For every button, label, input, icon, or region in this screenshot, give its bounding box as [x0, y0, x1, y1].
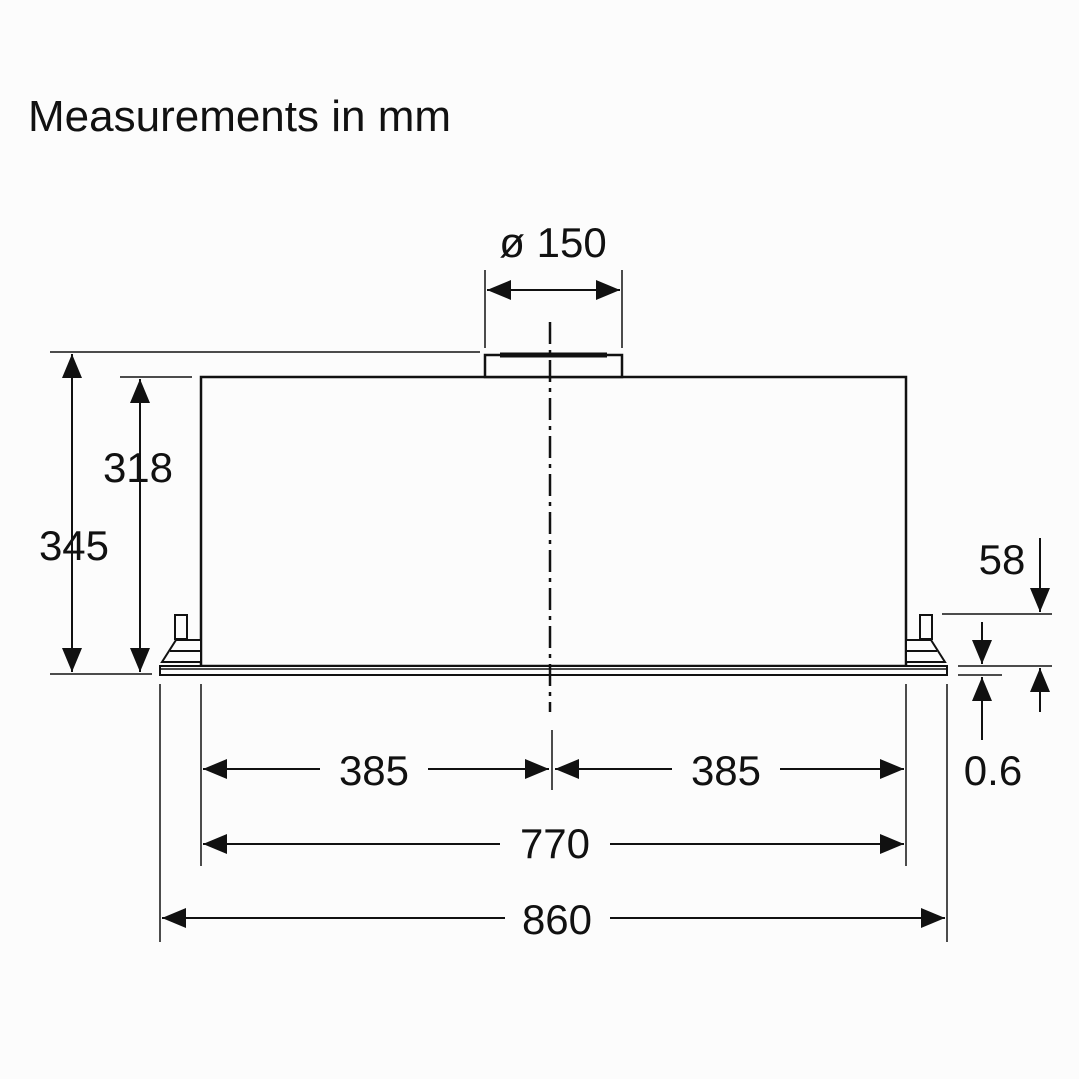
- label-flange-height: 58: [979, 536, 1026, 583]
- label-frame-thickness: 0.6: [964, 747, 1022, 794]
- right-clamp: [905, 614, 947, 663]
- left-clamp: [160, 614, 202, 663]
- label-left-half-width: 385: [339, 747, 409, 794]
- label-total-width: 860: [522, 896, 592, 943]
- page-title: Measurements in mm: [28, 92, 452, 141]
- label-body-height: 318: [103, 444, 173, 491]
- label-body-width: 770: [520, 820, 590, 867]
- bottom-frame: [159, 665, 948, 676]
- extension-lines: [50, 270, 1052, 942]
- label-right-half-width: 385: [691, 747, 761, 794]
- label-duct-diameter: ø 150: [499, 219, 606, 266]
- label-total-height: 345: [39, 522, 109, 569]
- duct-collar: [483, 353, 624, 379]
- hood-body: [199, 375, 908, 668]
